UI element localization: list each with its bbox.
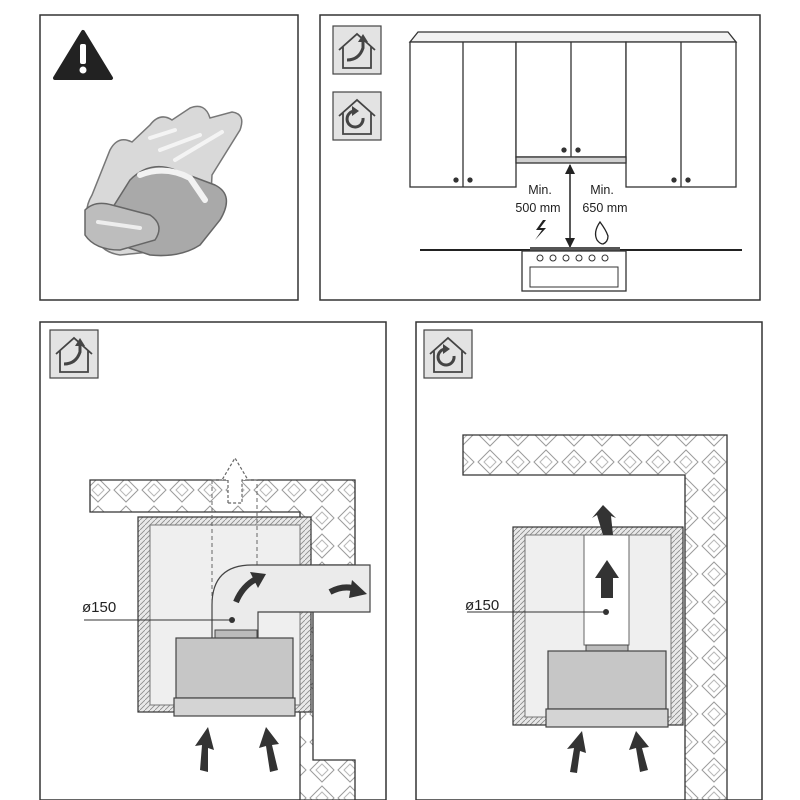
alt-outlet-arrow — [220, 456, 250, 504]
kitchen-cabinets — [408, 31, 738, 188]
recirculation-mode-icon — [332, 91, 382, 141]
installation-heights-panel: Min. 500 mm Min. 650 mm — [319, 14, 761, 301]
duct-diameter-label: ø150 — [82, 599, 116, 616]
electric-min-distance: 500 mm — [515, 201, 560, 215]
flame-icon — [594, 220, 609, 245]
cooker — [521, 247, 627, 292]
protective-gloves-icon — [84, 105, 243, 257]
lightning-icon — [535, 220, 546, 240]
gas-min-label: Min. — [590, 183, 614, 197]
cooker-hood — [175, 637, 294, 699]
extraction-mode-icon — [49, 329, 99, 379]
inflow-arrows — [195, 727, 279, 772]
outflow-arrow — [592, 505, 616, 535]
airflow-arrow — [595, 560, 619, 598]
recirculation-mode-panel: ø150 — [415, 321, 763, 800]
inflow-arrows — [567, 731, 649, 773]
cooker-hood — [547, 650, 667, 710]
wall-hatch — [462, 434, 728, 800]
recirculation-mode-icon — [423, 329, 473, 379]
extraction-mode-icon — [332, 25, 382, 75]
gas-min-distance: 650 mm — [582, 201, 627, 215]
electric-min-label: Min. — [528, 183, 552, 197]
extraction-mode-panel: ø150 — [39, 321, 387, 800]
safety-panel — [39, 14, 299, 301]
duct-diameter-label: ø150 — [465, 597, 499, 614]
warning-triangle-icon — [53, 30, 113, 80]
